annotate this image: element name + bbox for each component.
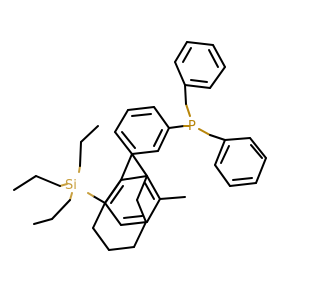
biphenyl-ring-upper	[114, 106, 170, 155]
phosphorus-atom-label: P	[188, 119, 196, 134]
biphenyl-ring-lower	[92, 153, 148, 251]
molecule-structure-diagram: P Si	[13, 41, 267, 251]
phosphorus-bonds	[168, 84, 226, 141]
silicon-atom-label: Si	[65, 178, 77, 193]
phenyl-ring-top	[174, 41, 226, 89]
aromatic-ring-lower	[104, 175, 161, 226]
triethylsilyl-bonds	[13, 125, 106, 225]
phenyl-ring-right	[214, 137, 267, 187]
methyl-bond	[159, 196, 186, 200]
